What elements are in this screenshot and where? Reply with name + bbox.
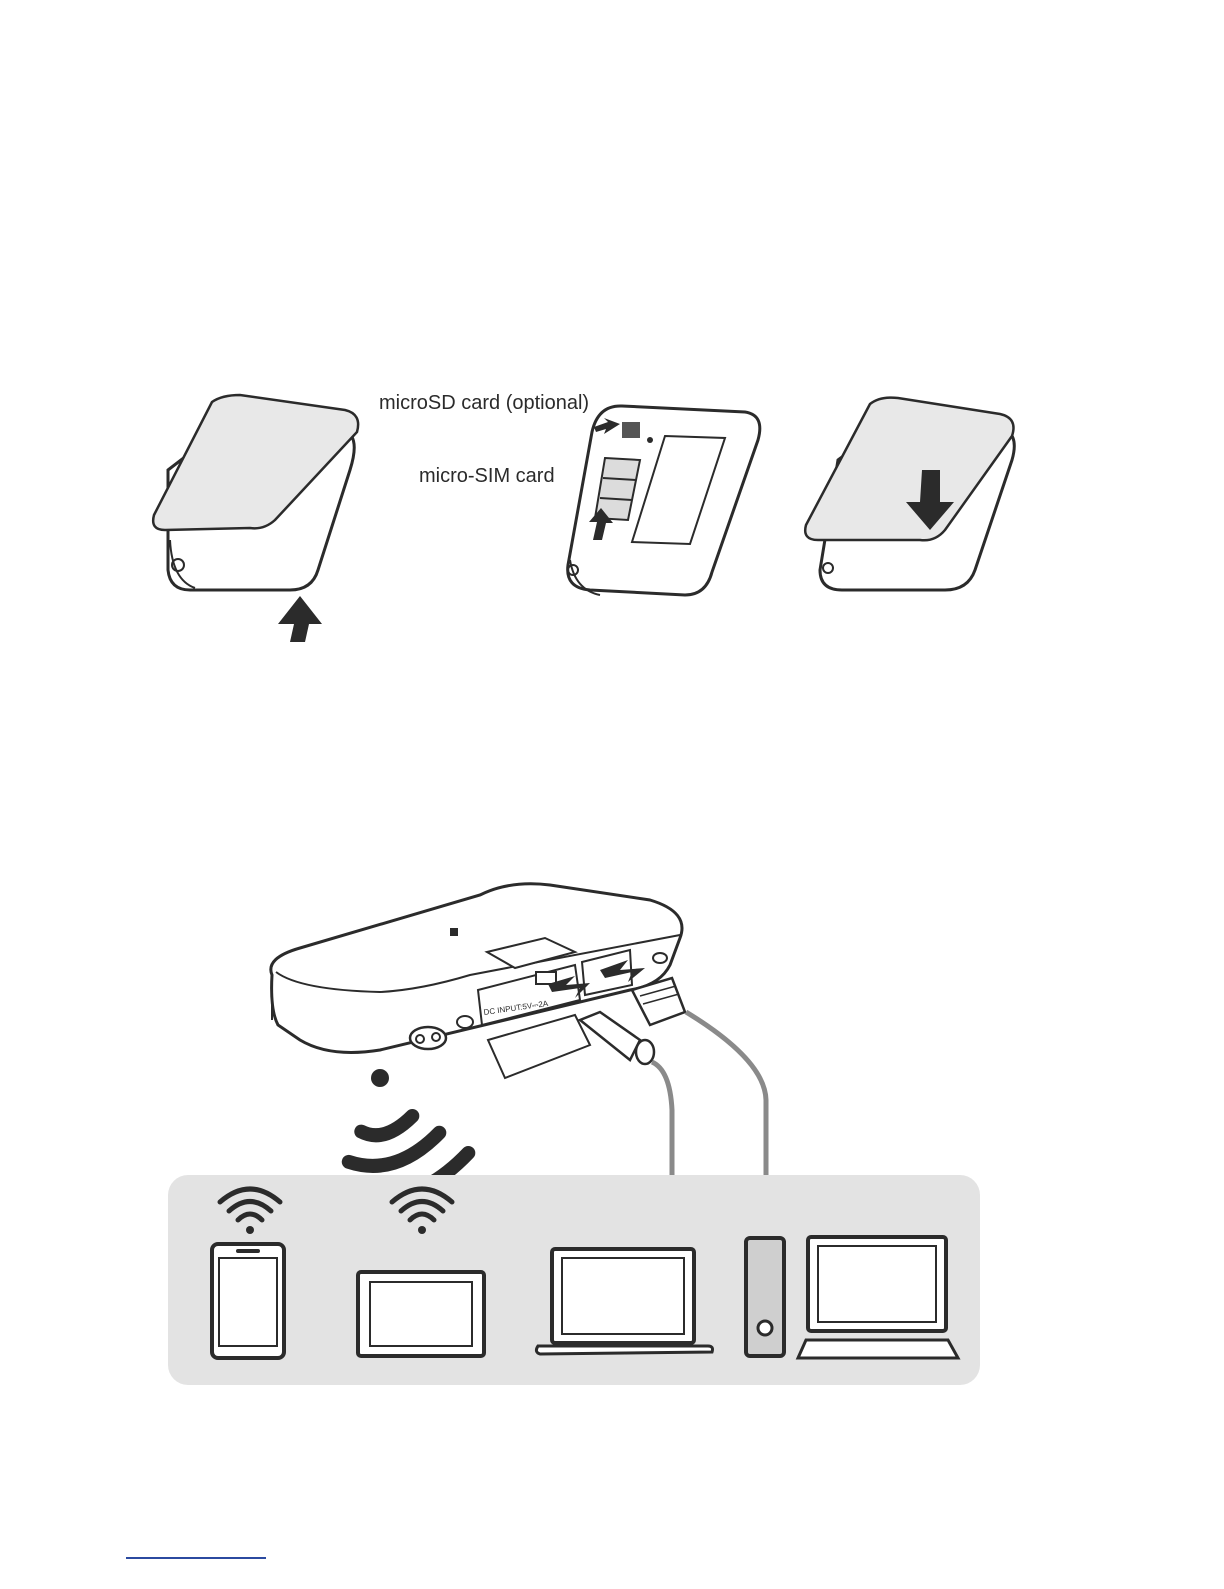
microsim-card-label: micro-SIM card: [419, 465, 555, 487]
desktop-tower-icon: [746, 1238, 784, 1356]
microsd-card-label: microSD card (optional): [379, 392, 589, 414]
device-close-cover-diagram: [805, 398, 1014, 590]
monitor-icon: [798, 1237, 958, 1358]
device-open-cover-diagram: [153, 395, 358, 642]
brand-logo-icon: [450, 928, 458, 936]
microsd-slot: [622, 422, 640, 438]
smartphone-icon: [212, 1244, 284, 1358]
tablet-icon: [358, 1272, 484, 1356]
power-button: [457, 1016, 473, 1028]
laptop-icon: [536, 1249, 712, 1354]
device-card-slots-diagram: [568, 406, 760, 595]
arrow-up-icon: [278, 596, 322, 642]
usb-cable-icon: [580, 1012, 654, 1064]
usb-port: [536, 972, 556, 984]
